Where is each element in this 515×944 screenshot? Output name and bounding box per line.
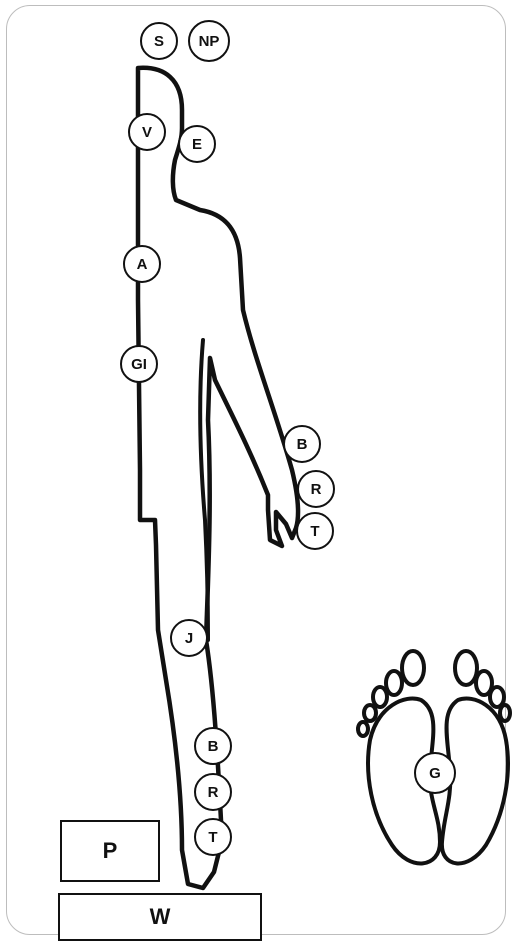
body-outline [138, 68, 298, 888]
marker-j: J [170, 619, 208, 657]
marker-s: S [140, 22, 178, 60]
marker-a: A [123, 245, 161, 283]
marker-hand-r: R [297, 470, 335, 508]
marker-gi: GI [120, 345, 158, 383]
marker-leg-r: R [194, 773, 232, 811]
box-w: W [58, 893, 262, 941]
marker-hand-t: T [296, 512, 334, 550]
marker-leg-t: T [194, 818, 232, 856]
box-p: P [60, 820, 160, 882]
marker-hand-b: B [283, 425, 321, 463]
marker-e: E [178, 125, 216, 163]
marker-g: G [414, 752, 456, 794]
marker-leg-b: B [194, 727, 232, 765]
marker-v: V [128, 113, 166, 151]
marker-np: NP [188, 20, 230, 62]
inner-leg-line [200, 340, 208, 640]
